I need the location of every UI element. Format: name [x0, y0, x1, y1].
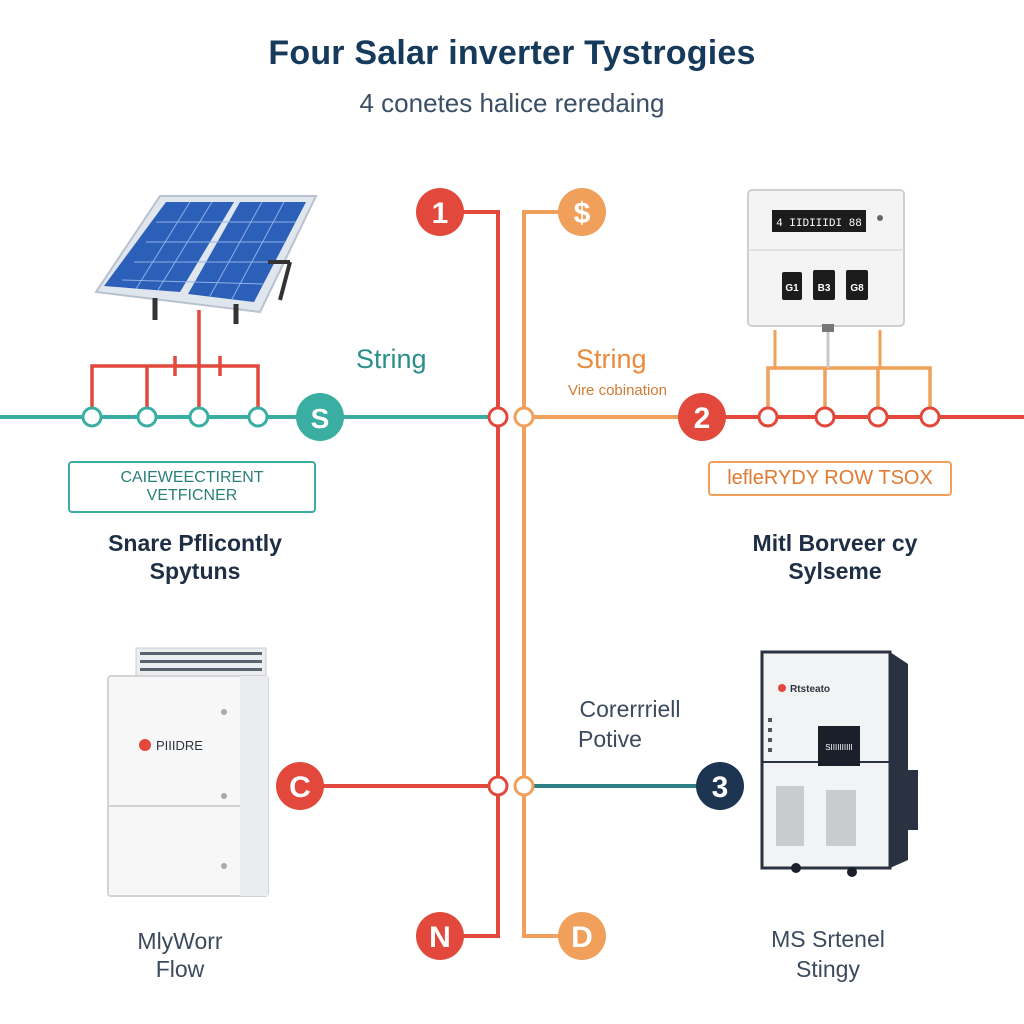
string-node	[919, 406, 941, 428]
badge-1	[416, 188, 464, 236]
badge-s	[296, 393, 344, 441]
string-node	[867, 406, 889, 428]
page-subtitle: 4 conetes halice reredaing	[359, 88, 665, 118]
string-label-right: String	[576, 344, 647, 374]
meter-device-icon	[747, 189, 905, 332]
meter-display-text: 4 IIDIIIDI 88	[776, 218, 862, 230]
badge-2	[678, 393, 726, 441]
junction-node	[487, 406, 509, 428]
left-system-title-2: Spytuns	[149, 558, 241, 584]
right-string-wiring	[766, 366, 932, 417]
badge-dollar-label: $	[574, 197, 591, 230]
badge-c	[276, 762, 324, 810]
junction-node	[513, 775, 535, 797]
page-title: Four Salar inverter Tystrogies	[268, 34, 756, 72]
center-lower-label-1: Corerrriell	[579, 696, 681, 722]
string-node	[136, 406, 158, 428]
string-node	[757, 406, 779, 428]
meter-button-label: G8	[850, 283, 864, 294]
left-box-label: CAIEWEECTIRENT VETFICNER	[68, 461, 316, 513]
badge-1-label: 1	[432, 197, 449, 230]
right-system-title-2: Sylseme	[788, 558, 882, 584]
inverter-device-icon	[760, 650, 918, 877]
badge-s-label: S	[311, 403, 330, 434]
badge-dollar	[558, 188, 606, 236]
string-node	[81, 406, 103, 428]
bottom-right-label-1: MS Srtenel	[771, 926, 885, 952]
inverter-display-text: SIIIIIIIIII	[825, 743, 853, 752]
meter-button-label: G1	[785, 283, 799, 294]
badge-3	[696, 762, 744, 810]
left-string-wiring	[90, 310, 260, 417]
string-node	[814, 406, 836, 428]
badge-d-label: D	[571, 921, 593, 954]
bottom-right-label-2: Stingy	[796, 956, 860, 982]
left-system-title-1: Snare Pflicontly	[108, 530, 282, 556]
battery-cabinet-icon	[107, 647, 269, 897]
battery-brand-text: PIIIDRE	[156, 738, 203, 753]
center-lower-label-2: Potive	[578, 726, 642, 752]
right-system-title-1: Mitl Borveer cy	[752, 530, 918, 556]
junction-node	[513, 406, 535, 428]
bottom-left-label-2: Flow	[155, 956, 205, 982]
string-node	[188, 406, 210, 428]
meter-button-label: B3	[818, 283, 831, 294]
badge-2-label: 2	[694, 402, 711, 435]
red-trunk	[440, 210, 500, 938]
badge-3-label: 3	[712, 771, 729, 804]
junction-node	[487, 775, 509, 797]
vire-combination-label: Vire cobination	[568, 382, 667, 399]
right-box-label: lefleRYDY ROW TSOX	[708, 461, 952, 496]
string-node	[247, 406, 269, 428]
solar-panel-icon	[94, 195, 318, 324]
inverter-brand-text: Rtsteato	[790, 684, 830, 695]
string-label-left: String	[356, 344, 427, 374]
badge-n	[416, 912, 464, 960]
badge-c-label: C	[289, 771, 311, 804]
badge-d	[558, 912, 606, 960]
bottom-left-label-1: MlyWorr	[137, 928, 223, 954]
badge-n-label: N	[429, 921, 451, 954]
orange-trunk	[522, 210, 582, 938]
